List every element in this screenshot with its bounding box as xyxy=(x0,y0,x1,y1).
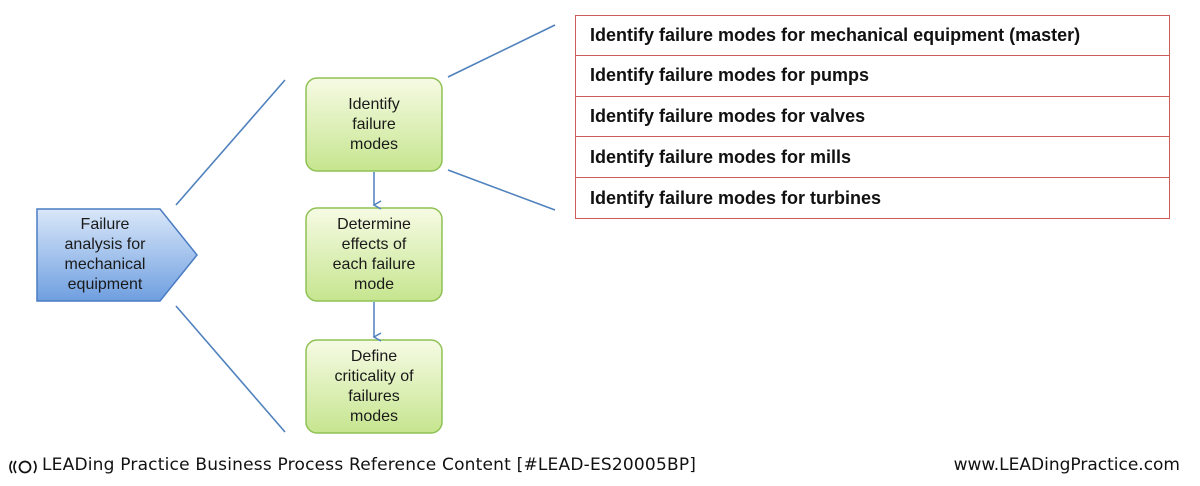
step-define-label: Define criticality of failures modes xyxy=(334,347,414,425)
failure-modes-row-valves: Identify failure modes for valves xyxy=(575,96,1170,138)
root-node-shape xyxy=(36,208,198,302)
failure-modes-row-pumps: Identify failure modes for pumps xyxy=(575,55,1170,97)
step-identify-label: Identify failure modes xyxy=(348,95,400,153)
failure-modes-table: Identify failure modes for mechanical eq… xyxy=(575,15,1170,219)
step-identify-shape xyxy=(305,77,443,172)
root-node-label: Failure analysis for mechanical equipmen… xyxy=(64,216,146,293)
root-connector-upper xyxy=(175,79,286,206)
failure-modes-row-turbines: Identify failure modes for turbines xyxy=(575,178,1170,219)
footer-url: www.LEADingPractice.com xyxy=(953,455,1180,475)
detail-connector-upper xyxy=(447,24,556,78)
root-connector-lower xyxy=(175,305,286,433)
leading-practice-logo-icon xyxy=(9,460,37,474)
step-determine-label: Determine effects of each failure mode xyxy=(332,215,416,293)
footer-reference: LEADing Practice Business Process Refere… xyxy=(42,455,697,475)
failure-modes-row-master: Identify failure modes for mechanical eq… xyxy=(575,15,1170,56)
detail-connector-lower xyxy=(447,169,556,211)
failure-modes-row-mills: Identify failure modes for mills xyxy=(575,137,1170,179)
